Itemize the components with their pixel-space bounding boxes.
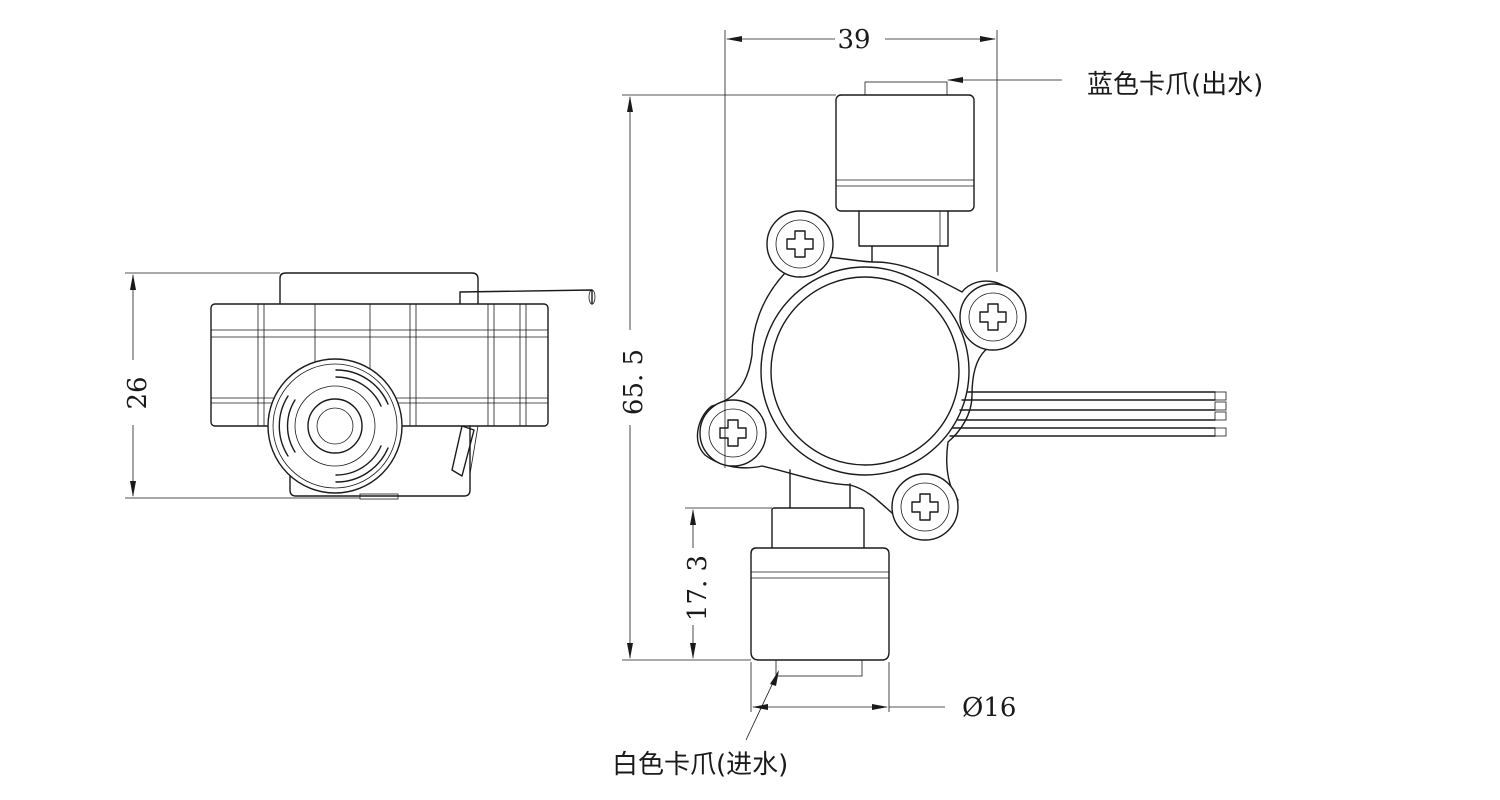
- screw-left: [699, 399, 767, 467]
- dimension-total-height: 65. 5: [619, 94, 836, 661]
- top-view: 39 65. 5 17. 3: [612, 25, 1263, 780]
- callout-inlet: 白色卡爪(进水): [612, 670, 788, 780]
- dimension-label-26: 26: [123, 376, 153, 409]
- dimension-height-side: 26: [123, 272, 360, 499]
- dimension-width: 39: [724, 25, 998, 468]
- cable-bundle: [949, 391, 1227, 437]
- inlet-fitting: [750, 469, 890, 677]
- dimension-label-17-3: 17. 3: [683, 555, 713, 621]
- screw-bottom-right: [891, 473, 959, 541]
- screw-top-left: [766, 210, 834, 278]
- inlet-label: 白色卡爪(进水): [612, 750, 788, 780]
- dimension-label-65-5: 65. 5: [619, 349, 649, 415]
- dimension-label-39: 39: [837, 25, 870, 55]
- side-view: 26: [123, 272, 596, 500]
- dimension-label-diameter: Ø16: [962, 693, 1016, 723]
- dimension-inlet-length: 17. 3: [683, 507, 772, 659]
- dimension-diameter: Ø16: [750, 662, 1016, 723]
- screw-right: [959, 283, 1027, 351]
- callout-outlet: 蓝色卡爪(出水): [947, 70, 1263, 100]
- inlet-port: [267, 358, 403, 494]
- outlet-label: 蓝色卡爪(出水): [1087, 70, 1263, 100]
- outlet-fitting: [835, 81, 975, 276]
